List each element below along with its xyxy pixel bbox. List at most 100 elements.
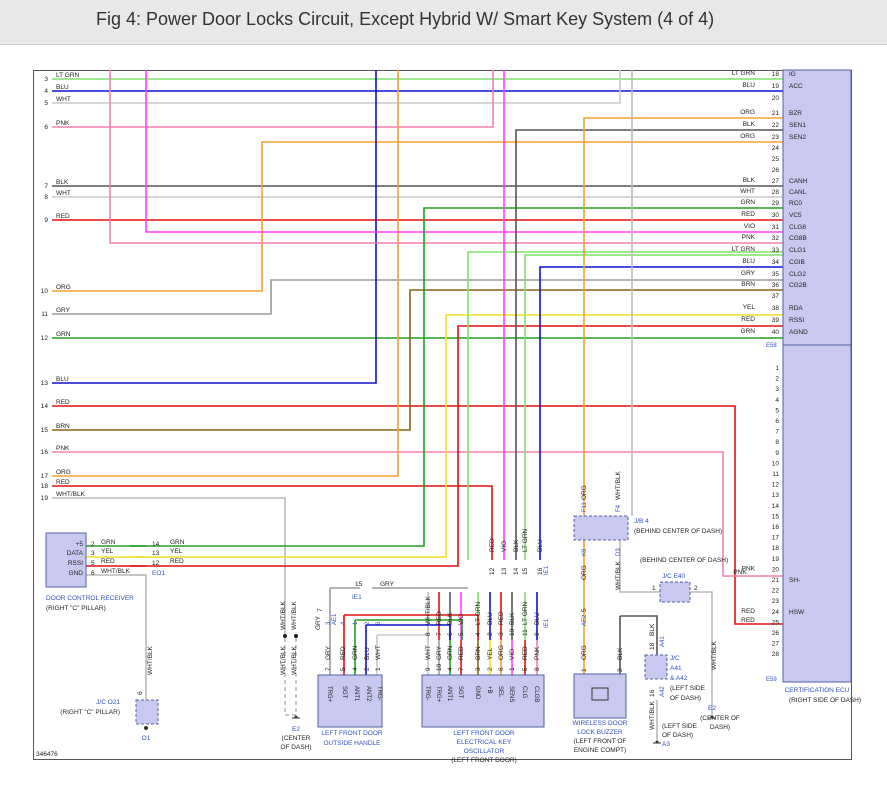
ecu-pin-wire: BLU — [742, 82, 755, 89]
ecu-pin-number: 20 — [772, 566, 780, 573]
gry-conn-wire: GRY — [380, 581, 395, 588]
ecu-pin-wire: GRN — [741, 328, 756, 335]
left-wire-color: ORG — [56, 284, 71, 291]
jc-a41-conn: A41 — [660, 636, 666, 647]
ground-dot-o1 — [144, 726, 148, 730]
wire-pnk-cg8b — [109, 70, 783, 244]
jb4-loc: (BEHIND CENTER OF DASH) — [634, 528, 722, 535]
ecu-pin-name: CLG2 — [789, 271, 806, 278]
left-wire-color: WHT — [56, 96, 71, 103]
ecu-pin-number: 13 — [772, 492, 780, 499]
jc-a41-pin: 18 — [649, 642, 656, 650]
ecu-pin-name: CLG8 — [789, 224, 806, 231]
ecu-pin-number: 25 — [772, 156, 780, 163]
left-wire-color: LT GRN — [56, 72, 80, 79]
wire-org-17 — [52, 70, 399, 477]
wire-gry-clg2 — [52, 279, 783, 315]
osc-pin-name: +B — [486, 686, 492, 694]
ecu-pin-number: 8 — [775, 439, 779, 446]
jc-o21-name: J/C O21 — [96, 699, 120, 706]
handle-pin-wire: WHT — [375, 645, 382, 660]
buzzer-wire: ORG — [581, 645, 588, 660]
buzzer-loc2: ENGINE COMPT) — [574, 747, 626, 754]
ecu-pin-wire: BLU — [742, 258, 755, 265]
wire-jb-e40 — [619, 540, 660, 593]
ecu-pin-number: 9 — [775, 450, 779, 457]
e40-gnd-wire: WHT/BLK — [711, 640, 718, 670]
jb4-sub: K9 — [582, 548, 588, 556]
osc-conn-num: 7 — [436, 632, 443, 636]
upper-conn-wire: BLK — [513, 539, 520, 552]
wire-lt-grn-2 — [524, 254, 783, 560]
ecu-pin-number: 21 — [772, 577, 780, 584]
ecu-pin-number: 24 — [772, 145, 780, 152]
handle-pin-num: 4 — [352, 667, 359, 671]
osc-conn-wire: BLK — [447, 612, 454, 625]
ecu-pin-name: BZR — [789, 110, 802, 117]
upper-conn-wire: LT GRN — [522, 528, 529, 552]
ecu-pin-number: 28 — [772, 651, 780, 658]
diagram-id: 346476 — [36, 751, 58, 758]
osc-conn-num: 9 — [534, 632, 541, 636]
jc-e40-pin: 1 — [652, 585, 656, 592]
osc-pin-name: SEL — [497, 686, 503, 698]
ecu-pin-wire: RED — [741, 608, 755, 615]
upper-conn-num: 13 — [501, 567, 508, 575]
left-wire-color: RED — [56, 399, 70, 406]
jc-a41-name3: & A42 — [670, 675, 688, 682]
osc-conn-wire: RED — [436, 611, 443, 625]
ecu-pin-number: 32 — [772, 235, 780, 242]
handle-pin-wire: RED — [340, 646, 347, 660]
left-wire-number: 14 — [41, 403, 49, 410]
handle-pin-name: TRG+ — [326, 686, 332, 703]
osc-conn-num: 3 — [498, 632, 505, 636]
left-wire-number: 16 — [41, 449, 49, 456]
handle-conn-num: 3 — [326, 621, 332, 625]
osc-conn-num: 11 — [522, 629, 529, 636]
wire-blk-sen1 — [515, 129, 783, 560]
handle-top-wire: GRY — [315, 615, 322, 630]
upper-conn-id: IE1 — [544, 565, 550, 575]
ecu-pin-number: 27 — [772, 178, 780, 185]
ecu-pin-number: 10 — [772, 460, 780, 467]
wire-blu-13 — [52, 70, 377, 384]
ecu-pin-name: AGND — [789, 329, 808, 336]
wire-label-whtblk: WHT/BLK — [291, 645, 298, 675]
ecu-pin-number: 19 — [772, 83, 780, 90]
osc-conn-num: 8 — [425, 632, 432, 636]
left-wire-number: 15 — [41, 427, 49, 434]
handle-conn-num: 6 — [376, 621, 382, 625]
ecu-pin-number: 36 — [772, 282, 780, 289]
osc-pin-wire: PNK — [534, 646, 541, 660]
ecu-pin-number: 6 — [775, 418, 779, 425]
osc-pin-wire: BRN — [475, 646, 482, 660]
ecu-pin-number: 23 — [772, 134, 780, 141]
ecu-pin-number: 5 — [775, 407, 779, 414]
ecu-location: (RIGHT SIDE OF DASH) — [789, 697, 861, 704]
buzzer-name2: LOCK BUZZER — [577, 729, 623, 736]
osc-conn-num: 4 — [475, 632, 482, 636]
osc-pin-wire: YEL — [487, 647, 494, 660]
handle-top-num: 7 — [317, 608, 324, 612]
left-wire-color: BLK — [56, 179, 69, 186]
osc-loc: (LEFT FRONT DOOR) — [451, 757, 516, 764]
handle-pin-name: ANT1 — [353, 686, 359, 702]
ground-e2b-loc: (CENTER OF — [700, 715, 740, 722]
receiver-pin-num: 5 — [91, 560, 95, 567]
osc-pin-wire: GRY — [436, 645, 443, 660]
left-wire-color: GRN — [56, 331, 71, 338]
receiver-conn-num: EO1 — [152, 570, 165, 577]
ground-o1: O1 — [142, 735, 151, 742]
handle-name2: OUTSIDE HANDLE — [323, 740, 381, 747]
handle-pin-name: SGT — [341, 686, 347, 699]
osc-pin-num: 7 — [458, 667, 465, 671]
jb4-name: J/B 4 — [634, 518, 649, 525]
door-control-receiver-box — [45, 532, 87, 588]
jb4-box — [573, 515, 629, 541]
handle-conn-num: 4 — [341, 621, 347, 625]
ecu-pin-wire: WHT — [740, 188, 755, 195]
osc-pin-num: 8 — [534, 667, 541, 671]
wire-dashed-gnd — [284, 638, 296, 716]
ecu-pin-number: 39 — [772, 317, 780, 324]
jb4-wire: WHT/BLK — [615, 470, 622, 500]
